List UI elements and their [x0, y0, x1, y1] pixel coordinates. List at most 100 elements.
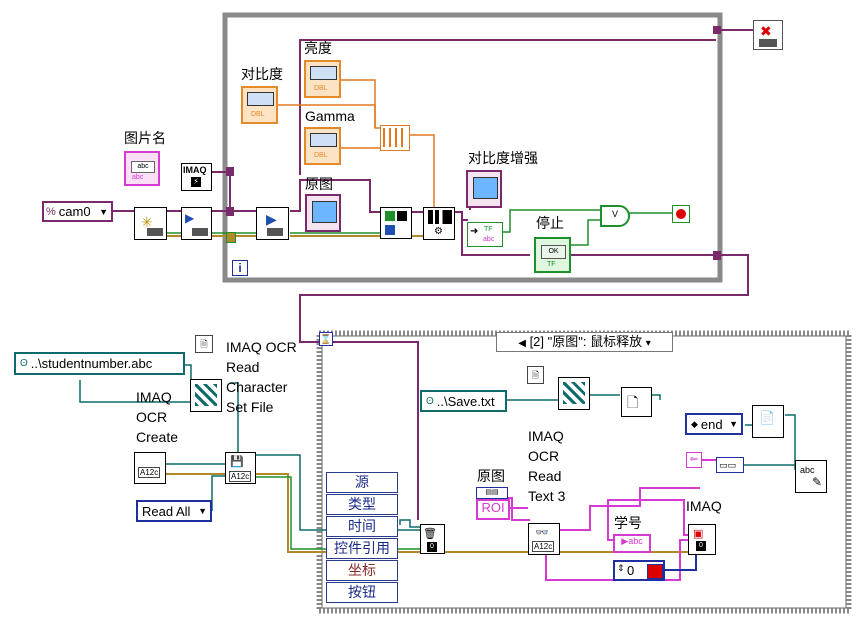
overlay-icon: ▣	[693, 528, 704, 540]
imaq-label: IMAQ	[686, 498, 722, 514]
contrast-enhance-label: 对比度增强	[468, 150, 538, 166]
slider-icon	[310, 133, 337, 147]
stepper-icon: ⇕	[617, 563, 625, 573]
dropdown-icon: ▼	[99, 206, 108, 217]
roi-property[interactable]: ROI	[476, 499, 510, 520]
camera-icon	[759, 39, 777, 47]
camera-open-node[interactable]: ✳	[134, 207, 167, 240]
event-item-source[interactable]: 源	[326, 472, 398, 493]
write-text-node[interactable]: abc ✎	[795, 460, 827, 493]
gamma-control[interactable]: DBL	[304, 127, 341, 165]
tunnel	[713, 26, 721, 34]
new-file-icon: 🗋	[627, 394, 639, 410]
or-gate[interactable]: V	[600, 205, 630, 227]
trash-icon: 🗑	[423, 528, 437, 540]
event-item-ctlref[interactable]: 控件引用	[326, 538, 398, 559]
disk-icon: 💾	[230, 456, 244, 468]
image-icon	[473, 177, 498, 199]
camera-value: cam0	[58, 204, 91, 219]
ocr-create-node[interactable]: A12c	[134, 452, 166, 484]
camera-icon	[267, 228, 283, 236]
camera-wires	[113, 29, 760, 520]
event-case-selector[interactable]: ◀ [2] "原图": 鼠标释放 ▾	[496, 332, 673, 352]
bcg-lookup-node[interactable]: ⚙	[423, 207, 455, 240]
close-camera-node[interactable]: ✖	[753, 20, 783, 50]
event-item-time[interactable]: 时间	[326, 516, 398, 537]
picture-name-label: 图片名	[124, 130, 166, 146]
set-file-position-node[interactable]: 📄	[752, 405, 784, 438]
while-loop-frame	[222, 12, 723, 283]
studentnumber-path-constant[interactable]: ʘ ..\studentnumber.abc	[14, 352, 185, 375]
save-path-constant[interactable]: ʘ ..\Save.txt	[420, 390, 507, 412]
image-copy-icon	[385, 211, 395, 221]
ocr-read-charset-label: IMAQ OCR Read Character Set File	[226, 339, 297, 415]
left-arrow-icon: ◀	[518, 338, 526, 349]
ocr-setup-node[interactable]: 💾 A12c	[225, 452, 256, 484]
file-icon: 🗎	[195, 335, 213, 353]
image-icon	[312, 201, 337, 223]
hourglass-icon: ⌛	[319, 332, 333, 346]
glasses-icon: 👓	[535, 527, 549, 539]
camera-icon	[192, 228, 208, 236]
build-path-node[interactable]	[558, 377, 590, 410]
event-data-node: 源 类型 时间 控件引用 坐标 按钮	[326, 470, 402, 603]
path-icon: ʘ	[20, 358, 28, 369]
overlay-text-node[interactable]: ▣ 0	[688, 524, 716, 555]
close-ref-node[interactable]: 🗑 0	[420, 524, 445, 554]
end-enum[interactable]: ◆ end ▼	[685, 413, 743, 435]
concat-icon: ▭▭	[719, 460, 737, 470]
down-arrow-icon: ▾	[645, 338, 651, 349]
imaq-create-node[interactable]: IMAQ ⚡	[181, 163, 212, 191]
brightness-label: 亮度	[304, 40, 332, 56]
bool-constant-node[interactable]: ➜ TF abc	[467, 222, 503, 247]
iteration-terminal: i	[232, 260, 248, 276]
ocr-read-text-node[interactable]: 👓 A12c	[528, 523, 560, 555]
file-icon: 🗎	[527, 366, 544, 384]
play-icon: ▶	[185, 211, 195, 225]
event-item-type[interactable]: 类型	[326, 494, 398, 515]
bundle-node[interactable]	[380, 125, 410, 151]
path-build-icon	[563, 382, 585, 404]
open-file-node[interactable]: 🗋	[621, 387, 652, 417]
imaq-glyph-icon: ⚡	[191, 177, 201, 187]
stop-label: 停止	[536, 215, 564, 231]
copy-image-node[interactable]	[380, 207, 412, 239]
camera-configure-node[interactable]: ▶	[181, 207, 212, 240]
dropdown-icon: ▼	[198, 506, 207, 516]
event-item-button[interactable]: 按钮	[326, 582, 398, 603]
loop-stop-terminal[interactable]	[672, 205, 690, 223]
numeric-constant[interactable]: ⇕ 0	[613, 560, 665, 581]
brightness-control[interactable]: DBL	[304, 60, 341, 98]
gear-icon: ⚙	[434, 226, 443, 237]
spark-icon: ✳	[141, 214, 153, 230]
original-ref-label: 原图	[477, 468, 505, 484]
contrast-enhance-display[interactable]	[466, 170, 502, 208]
arrow-icon: ➜	[470, 226, 479, 237]
path-icon: ʘ	[426, 395, 434, 407]
read-all-enum[interactable]: Read All ▼	[136, 500, 212, 522]
write-icon: ✎	[812, 475, 823, 489]
original-image-display[interactable]	[305, 194, 341, 232]
gamma-label: Gamma	[305, 108, 355, 124]
picture-name-control[interactable]: abc abc	[124, 151, 160, 186]
original-label: 原图	[305, 176, 333, 192]
concat-node[interactable]: ▭▭	[716, 457, 744, 473]
color-box	[647, 564, 663, 579]
close-x-icon: ✖	[760, 23, 772, 39]
read-charset-node[interactable]	[190, 379, 222, 412]
stop-button[interactable]: OK TF	[534, 237, 571, 273]
bundle-icon	[383, 128, 407, 147]
student-no-label: 学号	[614, 515, 642, 531]
ocr-create-label: IMAQ OCR Create	[136, 389, 179, 445]
stop-icon	[676, 209, 686, 219]
image-wires	[506, 459, 716, 581]
dropdown-icon: ▼	[729, 419, 738, 429]
student-no-indicator[interactable]: ▶abc	[613, 534, 651, 553]
ocr-read-text-label: IMAQ OCR Read Text 3	[528, 428, 566, 504]
camera-icon	[147, 228, 163, 236]
enum-icon: ◆	[691, 418, 698, 429]
camera-grab-node[interactable]: ▶	[256, 207, 289, 240]
contrast-control[interactable]: DBL	[241, 86, 278, 124]
camera-constant[interactable]: % cam0 ▼	[42, 201, 113, 222]
event-item-coords[interactable]: 坐标	[326, 560, 398, 581]
